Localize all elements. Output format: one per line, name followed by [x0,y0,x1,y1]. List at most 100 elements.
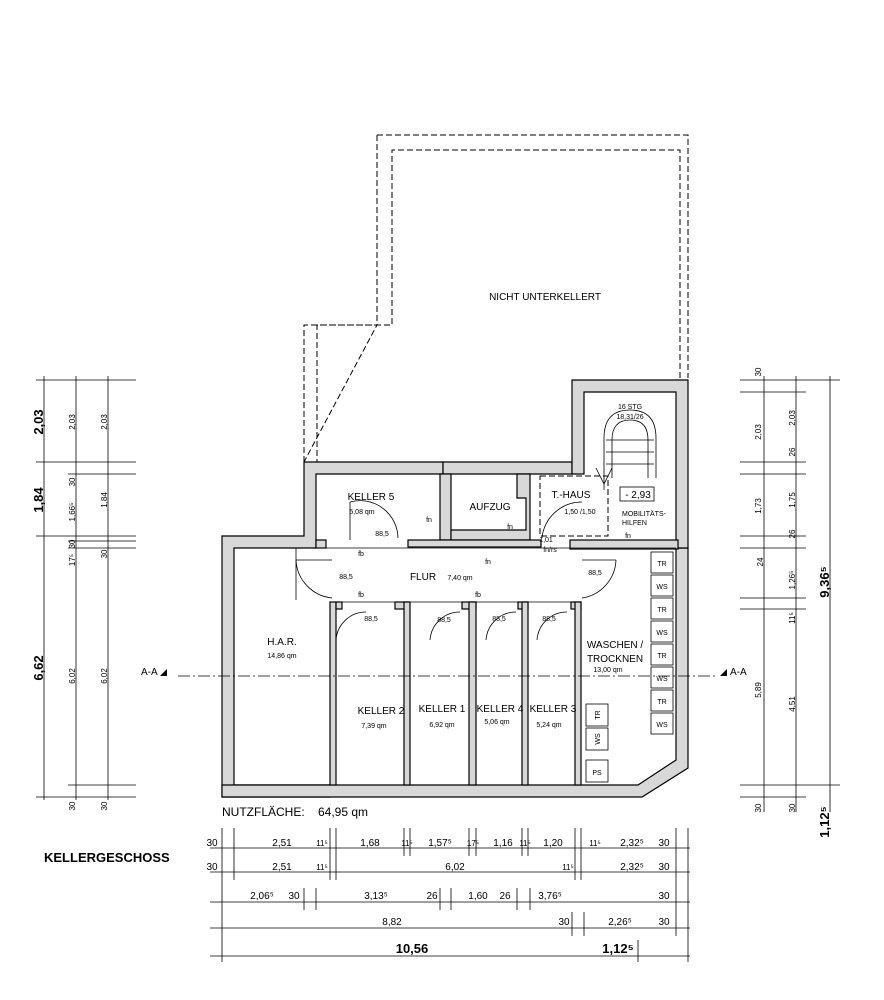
dim-bottom-row2: 11⁵ [316,863,328,872]
dim-right-outer-5: 26 [788,529,797,538]
plan-title: KELLERGESCHOSS [44,850,170,865]
dim-bottom-row2: 2,51 [272,862,292,873]
dim-bottom-row1: 1,20 [543,838,563,849]
door-width-thaus: 1,01 [539,537,553,544]
door-width-k2: 88,5 [364,616,378,623]
room-har-name: H.A.R. [267,637,296,648]
dim-bottom-row1: 1,57⁵ [428,838,452,849]
dim-left-mid-5: 17⁵ [68,554,77,566]
dim-bottom-row3: 1,60 [468,891,488,902]
appliance-box [650,620,674,643]
room-keller3-name: KELLER 3 [530,704,577,715]
room-mobil-name1: MOBILITÄTS- [622,510,667,518]
dim-left-big-1: 2,03 [31,409,46,434]
appliance-box [650,712,674,735]
dim-bottom-row1: 1,68 [360,838,380,849]
dim-left-mid-4: 30 [68,539,77,548]
room-keller4-area: 5,06 qm [484,719,509,726]
dim-bottom-row1: 30 [206,838,218,849]
dim-bottom-row4: 30 [658,917,670,928]
room-keller2-area: 7,39 qm [361,723,386,730]
dim-bottom-row1: 11⁵ [589,839,601,848]
door-annotations: 88,5 88,5 88,5 88,5 88,5 88,5 88,5 1,01 … [339,517,631,624]
room-flur-name: FLUR [410,572,436,583]
appliance-label: WS [656,630,668,637]
appliance-box [650,666,674,689]
dim-left-mid-7: 30 [68,801,77,810]
dim-bottom-row4: 2,26⁵ [608,917,632,928]
appliance-label: WS [595,733,602,745]
section-marker-right: A-A [730,667,747,678]
room-keller1-name: KELLER 1 [419,704,466,715]
room-waschen-area: 13,00 qm [593,667,622,674]
dim-right-big-1: 9,36⁵ [817,566,832,597]
doors [295,500,617,641]
dim-bottom-row1: 11⁵ [316,839,328,848]
dim-left-mid-3: 1,66⁵ [68,503,77,522]
level-label: - 2,93 [625,490,651,501]
appliance-box [585,727,609,751]
dim-right-inner-3: 5,89 [754,682,763,698]
appliance-box [650,689,674,712]
dim-left-mid-2: 30 [68,477,77,486]
door-width-flur-left: 88,5 [339,574,353,581]
door-width-flur-right: 88,5 [588,570,602,577]
dim-bottom-row1: 2,51 [272,838,292,849]
door-fb-1: fb [358,551,364,558]
dim-right-outer-4: 1,75 [788,492,797,508]
dim-left-inner-5: 30 [100,801,109,810]
appliance-label: TR [657,699,666,706]
dim-left-inner-1: 2,03 [100,414,109,430]
room-aufzug-name: AUFZUG [469,502,510,513]
dim-left-big-2: 1,84 [31,487,46,513]
dim-left-inner-2: 1,84 [100,492,109,508]
dim-bottom-row2: 6,02 [445,862,465,873]
appliance-box [650,551,674,574]
dim-bottom-row3: 30 [658,891,670,902]
room-keller2-name: KELLER 2 [358,706,405,717]
room-flur-area: 7,40 qm [447,575,472,582]
door-width-k1: 88,5 [437,617,451,624]
room-waschen-name2: TROCKNEN [587,654,643,665]
door-width-k4: 88,5 [492,616,506,623]
dim-left-mid-1: 2,03 [68,414,77,430]
room-keller5-area: 5,08 qm [349,509,374,516]
appliance-box [585,703,609,727]
dim-bottom-row3: 26 [499,891,511,902]
room-keller3-area: 5,24 qm [536,722,561,729]
dim-bottom-row1: 30 [658,838,670,849]
dim-bottom-row5: 10,56 [396,941,429,956]
dim-right-big-2: 1,12⁵ [817,806,832,837]
room-mobil-name2: HILFEN [622,520,647,527]
pump-sump-box [585,759,609,783]
dim-right-outer-8: 11⁵ [788,612,797,624]
dim-right-outer-9: 4,51 [788,696,797,712]
dim-bottom-row2: 30 [206,862,218,873]
appliance-label: WS [656,722,668,729]
dim-left-mid-6: 6,02 [68,668,77,684]
appliance-label: TR [657,653,666,660]
room-labels: KELLER 5 5,08 qm AUFZUG T.-HAUS 1,50 /1,… [267,490,666,730]
dim-bottom-row2: 2,32⁵ [620,862,644,873]
dim-bottom-row3: 26 [426,891,438,902]
unexcavated-area: NICHT UNTERKELLERT [303,134,689,463]
appliance-box [650,643,674,666]
door-width-k3: 88,5 [542,616,556,623]
room-keller5-name: KELLER 5 [348,492,395,503]
dim-bottom-row1: 1,16 [493,838,513,849]
dim-right-outer-6: 24 [756,557,765,566]
dim-right-outer-2: 2,03 [788,410,797,426]
usable-area-value: 64,95 qm [318,805,368,819]
dim-bottom-row5: 1,12⁵ [602,941,633,956]
dim-bottom-row2: 30 [658,862,670,873]
unexcavated-label: NICHT UNTERKELLERT [489,292,601,303]
appliance-label: WS [656,584,668,591]
room-waschen-name1: WASCHEN / [587,640,644,651]
appliance-box [650,574,674,597]
section-marker-left: A-A [141,667,158,678]
dim-bottom-row4: 8,82 [382,917,402,928]
room-keller4-name: KELLER 4 [477,704,524,715]
